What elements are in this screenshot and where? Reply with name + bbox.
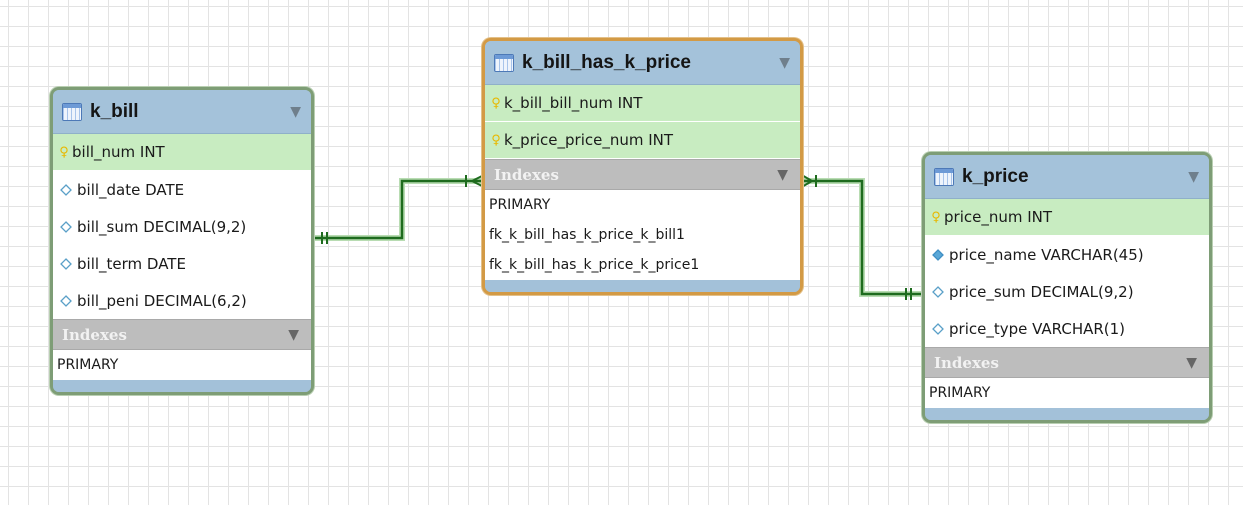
pk-column-row[interactable]: ♀ price_num INT [925,199,1209,236]
table-header[interactable]: k_price ▼ [925,155,1209,199]
table-header[interactable]: k_bill ▼ [53,90,311,134]
diamond-icon [59,257,73,271]
indexes-header[interactable]: Indexes ▼ [925,347,1209,378]
triangle-down-icon[interactable]: ▼ [1188,168,1199,185]
indexes-header[interactable]: Indexes ▼ [53,319,311,350]
table-footer [485,280,800,292]
table-icon [494,53,514,72]
diamond-icon [59,220,73,234]
column-label: bill_term DATE [77,254,186,273]
column-label: bill_date DATE [77,180,185,199]
column-label: bill_num INT [72,143,165,161]
table-k-price[interactable]: k_price ▼ ♀ price_num INT price_name VAR… [922,152,1212,423]
index-row[interactable]: PRIMARY [485,190,800,220]
index-row[interactable]: PRIMARY [53,350,311,380]
table-title: k_bill [90,100,139,122]
table-footer [53,380,311,392]
index-label: PRIMARY [57,357,119,373]
column-label: price_type VARCHAR(1) [949,319,1126,338]
column-label: price_num INT [944,208,1053,226]
triangle-down-icon[interactable]: ▼ [1186,354,1197,371]
indexes-header[interactable]: Indexes ▼ [485,159,800,190]
triangle-down-icon[interactable]: ▼ [290,103,301,120]
filled-diamond-icon [931,248,945,262]
relationship-bill-to-junction[interactable] [313,173,487,244]
key-icon: ♀ [491,132,501,148]
column-row[interactable]: bill_peni DECIMAL(6,2) [53,282,311,319]
column-row[interactable]: price_sum DECIMAL(9,2) [925,273,1209,310]
table-k-bill-has-k-price[interactable]: k_bill_has_k_price ▼ ♀ k_bill_bill_num I… [482,38,803,295]
key-icon: ♀ [59,144,69,160]
column-label: k_bill_bill_num INT [504,94,643,112]
triangle-down-icon[interactable]: ▼ [777,166,788,183]
diamond-icon [59,294,73,308]
column-label: bill_peni DECIMAL(6,2) [77,291,247,310]
column-row[interactable]: price_name VARCHAR(45) [925,236,1209,273]
indexes-label: Indexes [934,353,999,372]
indexes-label: Indexes [62,325,127,344]
table-footer [925,408,1209,420]
column-row[interactable]: bill_term DATE [53,245,311,282]
table-icon [934,167,954,186]
index-label: PRIMARY [489,197,551,213]
diamond-icon [931,285,945,299]
one-mandatory-marker [905,288,912,300]
column-label: price_sum DECIMAL(9,2) [949,282,1134,301]
table-title: k_bill_has_k_price [522,51,691,73]
table-k-bill[interactable]: k_bill ▼ ♀ bill_num INT bill_date DATE b… [50,87,314,395]
key-icon: ♀ [931,209,941,225]
table-icon [62,102,82,121]
key-icon: ♀ [491,95,501,111]
index-row[interactable]: fk_k_bill_has_k_price_k_bill1 [485,220,800,250]
table-title: k_price [962,165,1029,187]
column-row[interactable]: bill_date DATE [53,171,311,208]
triangle-down-icon[interactable]: ▼ [779,54,790,71]
relationship-price-to-junction[interactable] [799,173,926,300]
column-row[interactable]: price_type VARCHAR(1) [925,310,1209,347]
column-label: k_price_price_num INT [504,131,674,149]
index-label: fk_k_bill_has_k_price_k_bill1 [489,227,685,243]
pk-column-row[interactable]: ♀ k_price_price_num INT [485,122,800,159]
diamond-icon [931,322,945,336]
column-label: price_name VARCHAR(45) [949,245,1144,264]
pk-column-row[interactable]: ♀ k_bill_bill_num INT [485,85,800,122]
index-label: fk_k_bill_has_k_price_k_price1 [489,257,700,273]
table-header[interactable]: k_bill_has_k_price ▼ [485,41,800,85]
index-row[interactable]: fk_k_bill_has_k_price_k_price1 [485,250,800,280]
one-mandatory-marker [321,232,328,244]
triangle-down-icon[interactable]: ▼ [288,326,299,343]
index-label: PRIMARY [929,385,991,401]
column-label: bill_sum DECIMAL(9,2) [77,217,247,236]
indexes-label: Indexes [494,165,559,184]
pk-column-row[interactable]: ♀ bill_num INT [53,134,311,171]
index-row[interactable]: PRIMARY [925,378,1209,408]
diamond-icon [59,183,73,197]
column-row[interactable]: bill_sum DECIMAL(9,2) [53,208,311,245]
